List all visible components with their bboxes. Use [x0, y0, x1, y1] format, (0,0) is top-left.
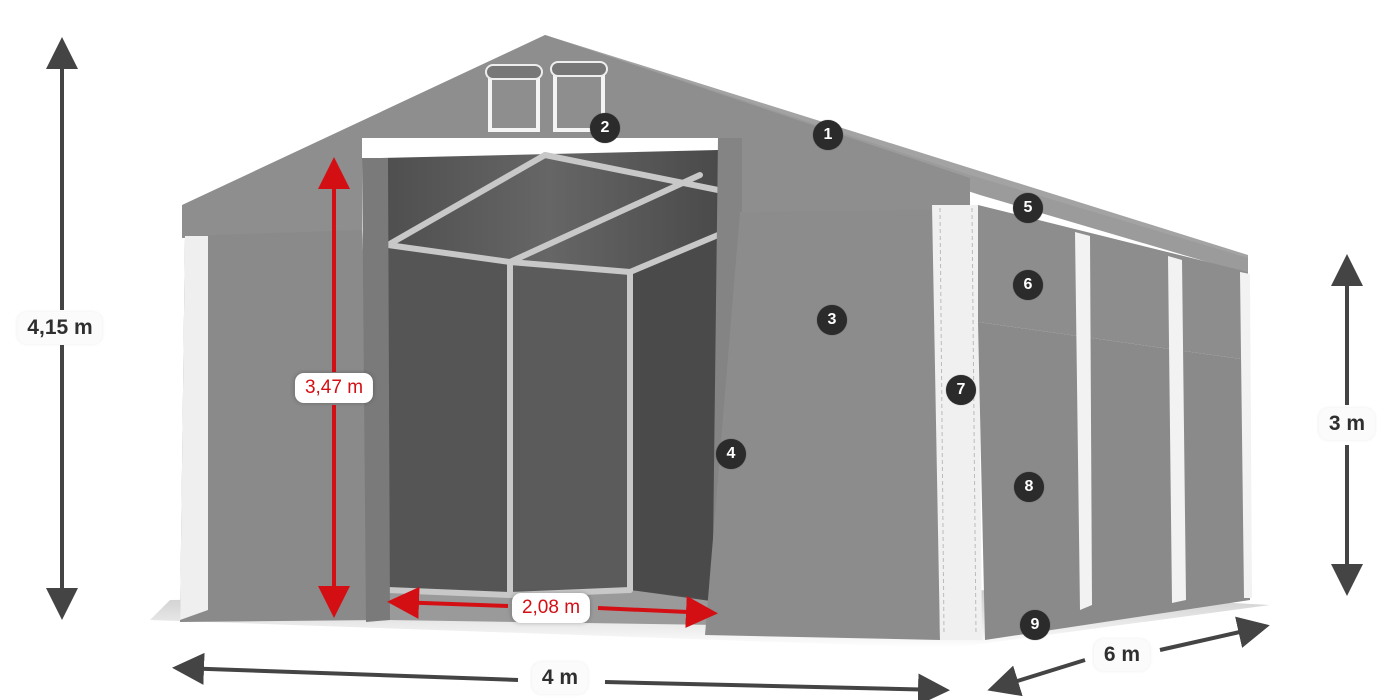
front-left-wall: [180, 230, 380, 622]
length-label: 6 m: [1093, 639, 1151, 671]
right-corner-strip: [932, 205, 982, 640]
badge-5-eave: 5: [1013, 193, 1043, 223]
gable-windows: [485, 61, 608, 132]
badge-2-gable-windows: 2: [590, 113, 620, 143]
badge-4-door-tie: 4: [716, 439, 746, 469]
total-height-label: 4,15 m: [17, 312, 103, 344]
badge-6-upper-side-panel: 6: [1013, 270, 1043, 300]
dimension-arrows: [46, 37, 1363, 700]
badge-9-bottom-skirt: 9: [1020, 610, 1050, 640]
badge-7-corner-reinforcement: 7: [946, 375, 976, 405]
badge-3-gable-wall: 3: [817, 305, 847, 335]
front-right-wall: [705, 210, 940, 640]
door-dimension-arrows: [318, 157, 718, 628]
door-height-label: 3,47 m: [294, 373, 374, 403]
left-corner-strip: [180, 236, 208, 620]
door-width-label: 2,08 m: [511, 593, 591, 623]
badge-8-side-wall: 8: [1014, 472, 1044, 502]
left-door-curtain: [362, 158, 390, 622]
front-gable: [182, 35, 970, 238]
badge-1-roof: 1: [813, 120, 843, 150]
width-label: 4 m: [531, 662, 589, 694]
side-height-label: 3 m: [1318, 408, 1376, 440]
side-strips: [1075, 232, 1252, 610]
